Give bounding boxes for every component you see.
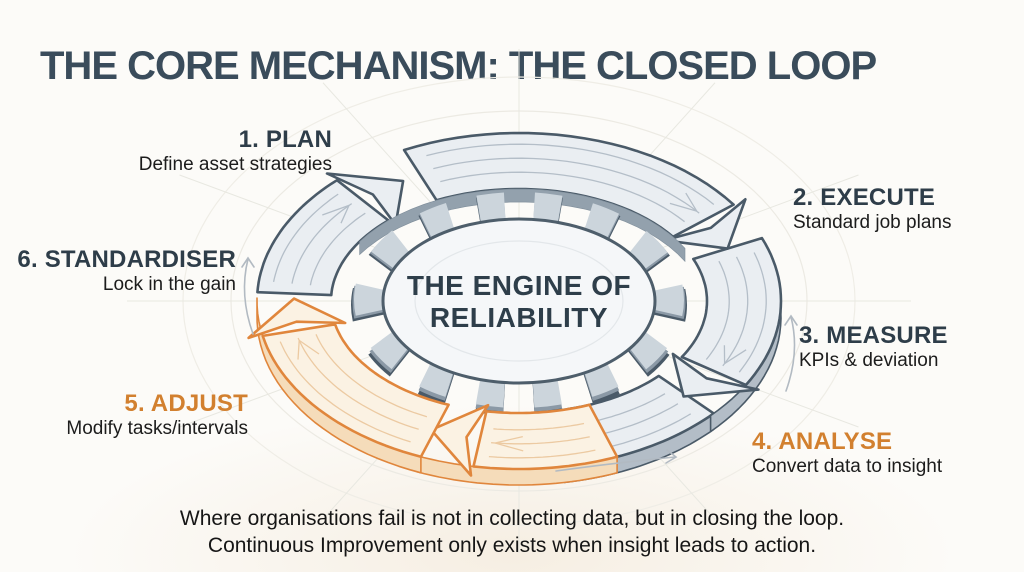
step-execute-title: 2. EXECUTE: [793, 184, 936, 211]
step-label-execute: 2. EXECUTE Standard job plans: [793, 184, 951, 235]
step-adjust-title: 5. ADJUST: [124, 390, 248, 417]
footer-line1: Where organisations fail is not in colle…: [179, 507, 845, 530]
step-analyse-subtitle: Convert data to insight: [752, 456, 943, 478]
step-measure-subtitle: KPIs & deviation: [799, 350, 939, 372]
footer-caption: Where organisations fail is not in colle…: [0, 506, 1024, 560]
guide-arrow-bottom-head: [665, 449, 678, 464]
step-standardise-subtitle: Lock in the gain: [102, 274, 236, 296]
footer-line2: Continuous Improvement only exists when …: [207, 533, 817, 557]
step-label-analyse: 4. ANALYSE Convert data to insight: [752, 428, 942, 479]
guide-arrow-left-head: [241, 256, 255, 268]
step-plan-title: 1. PLAN: [238, 126, 332, 153]
step-analyse-title: 4. ANALYSE: [752, 428, 893, 455]
loop-ring-orange-segments: [247, 297, 619, 486]
guide-arrow-left: [243, 258, 254, 335]
step-execute-subtitle: Standard job plans: [793, 212, 952, 234]
step-label-measure: 3. MEASURE KPIs & deviation: [799, 322, 948, 373]
center-label-line2: RELIABILITY: [430, 302, 608, 333]
step-adjust-subtitle: Modify tasks/intervals: [66, 418, 248, 440]
guide-arrow-right-head: [784, 314, 798, 326]
step-plan-subtitle: Define asset strategies: [138, 154, 332, 176]
guide-arrow-right: [785, 316, 796, 392]
guide-arrow-bottom: [555, 456, 676, 472]
center-label-line1: THE ENGINE OF: [407, 270, 631, 301]
step-standardise-title: 6. STANDARDISER: [17, 246, 236, 273]
step-label-adjust: 5. ADJUST Modify tasks/intervals: [66, 390, 248, 441]
gear-ring: [351, 192, 687, 416]
step-label-plan: 1. PLAN Define asset strategies: [139, 126, 332, 177]
step-measure-title: 3. MEASURE: [799, 322, 948, 349]
step-label-standardise: 6. STANDARDISER Lock in the gain: [17, 246, 236, 297]
